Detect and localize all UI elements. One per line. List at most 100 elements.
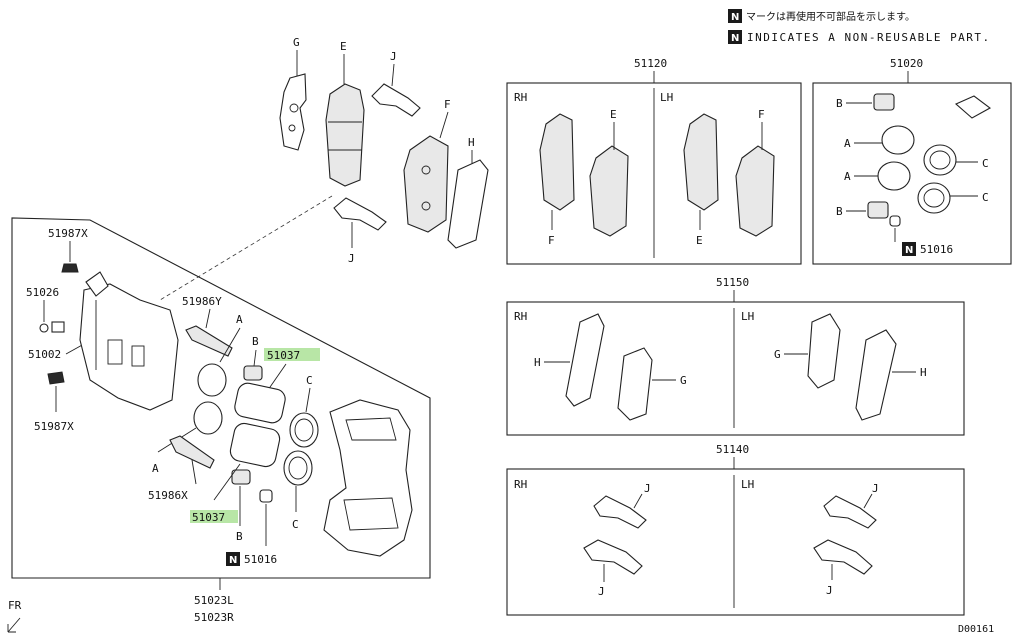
cap-51016-icon [259,489,273,503]
label-lh-51140: LH [741,478,754,491]
label-rh-51120: RH [514,91,527,104]
n-mark-icon [728,30,742,44]
part-51016-caliper: 51016 [244,553,277,566]
label-h-lh: H [920,366,927,379]
frame-51020 [812,82,1012,265]
part-51986x: 51986X [148,489,188,502]
dust-boot-c-bottom-icon [283,450,313,486]
frame-51140 [506,468,965,616]
arrow-icon [7,617,21,633]
boot-kit-top-icon [873,93,895,111]
shim-h-rh-icon [565,313,605,407]
label-g: G [293,36,300,49]
bolt-51987x-bottom-icon [47,371,65,385]
label-a-kit-top: A [844,137,851,150]
n-mark-text: N [731,12,739,23]
label-b-kit-bottom: B [836,205,843,218]
label-b-top: B [252,335,259,348]
label-b-kit-top: B [836,97,843,110]
label-h: H [468,136,475,149]
shim-g-lh-icon [807,313,841,389]
label-f-lh: F [758,108,765,121]
label-j-top: J [390,50,397,63]
part-51020: 51020 [890,57,923,70]
seal-a-top-icon [197,363,227,397]
label-h-rh: H [534,356,541,369]
label-j-rh-top: J [644,482,651,495]
part-51120: 51120 [634,57,667,70]
label-rh-51150: RH [514,310,527,323]
clip-j-lh-bottom-icon [813,539,873,575]
pad-rh-inner-icon [589,145,629,237]
boot-b-top-icon [243,365,263,381]
label-j-rh-bottom: J [598,585,605,598]
diagram-id: D00161 [958,624,994,635]
guide-pin-51986x-icon [169,435,215,469]
dust-boot-c-top-icon [289,412,319,448]
cap-kit-icon [889,215,901,227]
label-c-bottom: C [292,518,299,531]
label-lh-51150: LH [741,310,754,323]
bleeder-cap-icon [39,323,49,333]
part-51023l: 51023L [194,594,234,607]
part-51150: 51150 [716,276,749,289]
part-51140: 51140 [716,443,749,456]
grease-packet-icon [954,95,992,119]
label-c-top: C [306,374,313,387]
caliper-assembly-box: 51987X 51026 51002 51987X 51986Y A A B [11,217,431,579]
label-f-rh: F [548,234,555,247]
highlight-51037-top [264,348,320,361]
part-51987x-top: 51987X [48,227,88,240]
label-f: F [444,98,451,111]
part-51037-top: 51037 [267,349,300,362]
n-mark-text: N [731,33,739,44]
seal-kit-51020-box: 51020 B A A C C B N 51016 [812,57,1012,265]
seal-a-bottom-icon [193,401,223,435]
boot-kit-bottom-icon [867,201,889,219]
n-mark-text: N [229,555,237,566]
label-e-lh: E [696,234,703,247]
label-j-lh-bottom: J [826,584,833,597]
label-c-kit-top: C [982,157,989,170]
bleeder-screw-icon [51,321,65,333]
n-mark-text: N [905,245,913,256]
label-j-lh-top: J [872,482,879,495]
note-japanese: マークは再使用不可部品を示します。 [746,10,915,23]
pad-set-51120-box: 51120 RH LH E F F E [506,57,802,265]
n-mark-icon [902,242,916,256]
label-b-bottom: B [236,530,243,543]
piston-top-icon [234,382,286,424]
bolt-51987x-top-icon [61,263,79,273]
label-a-top: A [236,313,243,326]
part-51987x-bottom: 51987X [34,420,74,433]
orientation-label: FR [8,599,22,612]
label-j-bottom: J [348,252,355,265]
shim-set-51150-box: 51150 RH LH H G G H [506,276,965,436]
brake-pad-e-icon [325,83,365,187]
pad-lh-inner-icon [735,145,775,237]
front-direction-indicator: FR [7,599,22,633]
seal-kit-bottom-icon [877,161,911,191]
label-e-rh: E [610,108,617,121]
legend-notes: N マークは再使用不可部品を示します。 N INDICATES A NON-RE… [728,9,989,44]
label-a-bottom: A [152,462,159,475]
label-g-lh: G [774,348,781,361]
boot-b-bottom-icon [231,469,251,485]
clip-j-top-icon [371,83,421,117]
frame-51120 [506,82,802,265]
part-51026: 51026 [26,286,59,299]
n-mark-icon [728,9,742,23]
frame-51150 [506,301,965,436]
n-mark-icon [226,552,240,566]
shim-h-icon [447,159,489,249]
piston-bottom-icon [229,422,281,468]
part-51037-bottom: 51037 [192,511,225,524]
dust-boot-kit-top-icon [923,144,957,176]
part-51002: 51002 [28,348,61,361]
label-e: E [340,40,347,53]
clip-j-bottom-icon [333,197,387,231]
caliper-bracket-icon [323,399,413,557]
shim-g-rh-icon [617,347,653,421]
clip-set-51140-box: 51140 RH LH J J J J [506,443,965,616]
